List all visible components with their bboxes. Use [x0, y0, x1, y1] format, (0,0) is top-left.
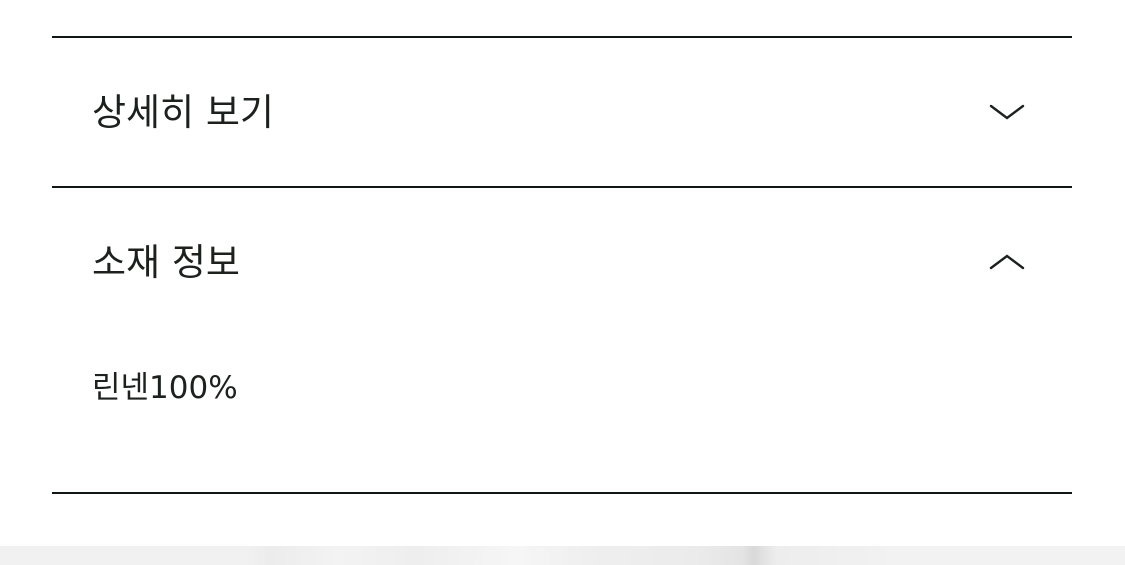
details-toggle-header[interactable]: 상세히 보기	[52, 38, 1072, 186]
details-section-title: 상세히 보기	[92, 90, 274, 134]
product-image-preview	[0, 546, 1125, 565]
chevron-up-icon[interactable]	[988, 251, 1026, 273]
material-toggle-header[interactable]: 소재 정보	[52, 188, 1072, 336]
product-info-accordion: 상세히 보기 소재 정보 린넨100%	[52, 36, 1072, 494]
chevron-down-icon[interactable]	[988, 101, 1026, 123]
material-section-title: 소재 정보	[92, 240, 240, 284]
accordion-section-material: 소재 정보 린넨100%	[52, 186, 1072, 494]
accordion-section-details: 상세히 보기	[52, 36, 1072, 186]
material-section-body: 린넨100%	[52, 336, 1072, 492]
material-composition-text: 린넨100%	[92, 370, 238, 406]
